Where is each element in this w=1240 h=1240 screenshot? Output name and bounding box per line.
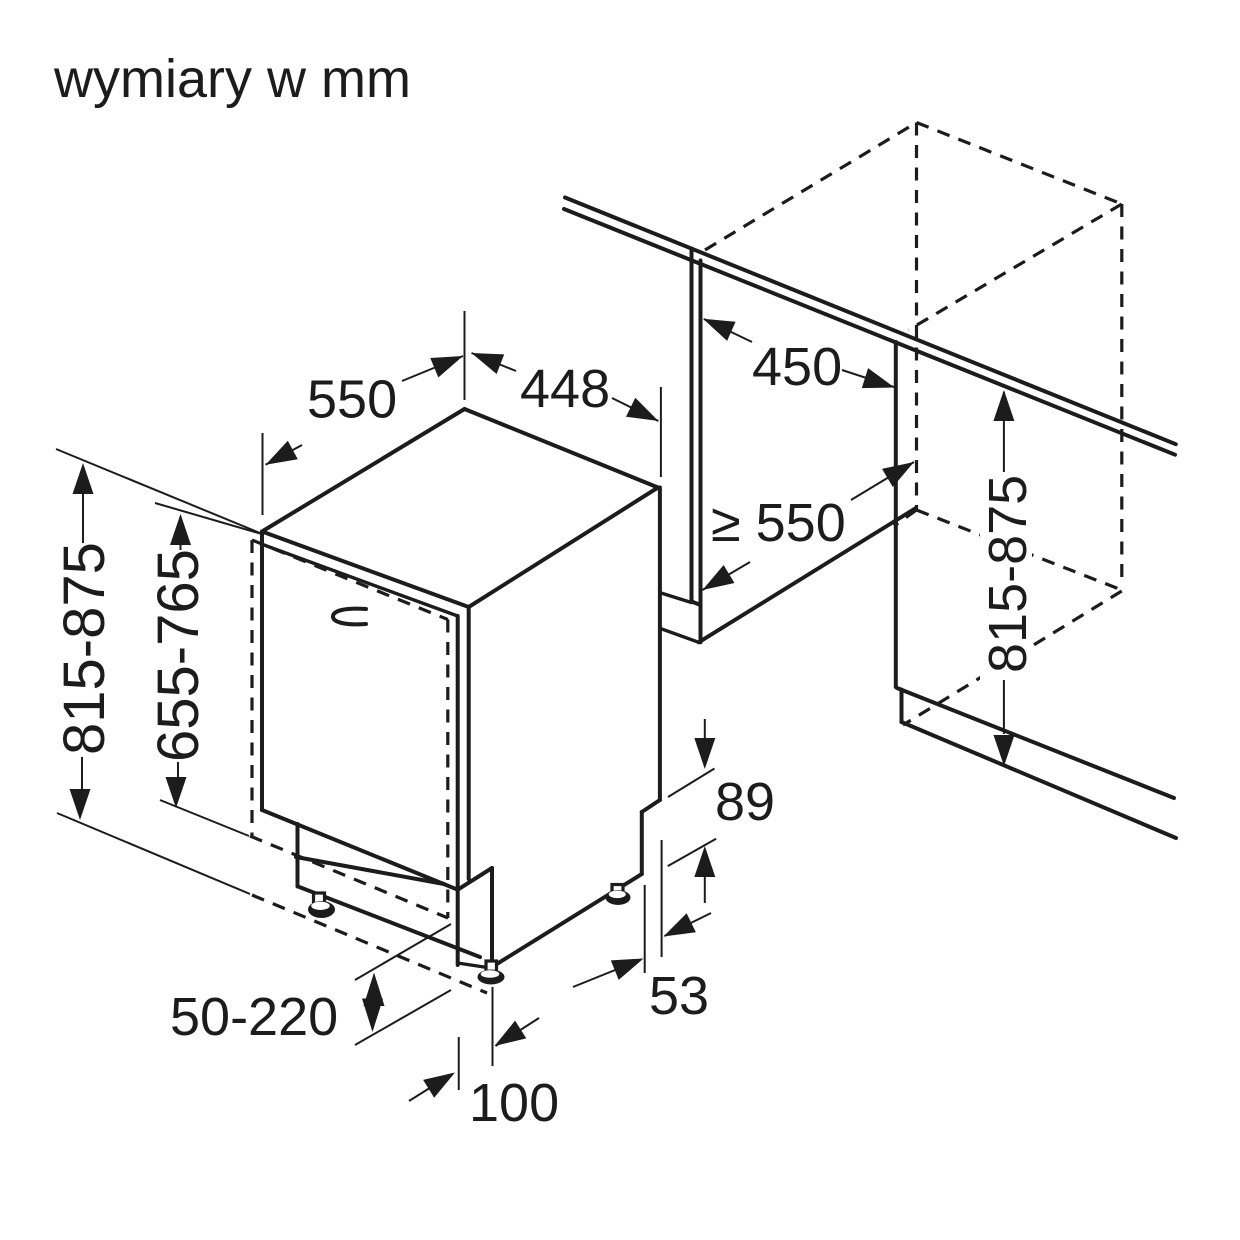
svg-text:815-875: 815-875 (978, 475, 1038, 673)
svg-text:50-220: 50-220 (170, 987, 338, 1047)
svg-text:655-765: 655-765 (146, 549, 211, 762)
svg-text:100: 100 (469, 1073, 559, 1133)
svg-text:≥ 550: ≥ 550 (711, 493, 846, 553)
svg-text:815-875: 815-875 (52, 542, 117, 755)
svg-text:53: 53 (649, 966, 709, 1026)
svg-text:wymiary w mm: wymiary w mm (53, 49, 411, 109)
svg-text:550: 550 (307, 370, 397, 430)
svg-text:450: 450 (752, 337, 842, 397)
svg-text:89: 89 (715, 772, 775, 832)
svg-text:448: 448 (520, 359, 610, 419)
